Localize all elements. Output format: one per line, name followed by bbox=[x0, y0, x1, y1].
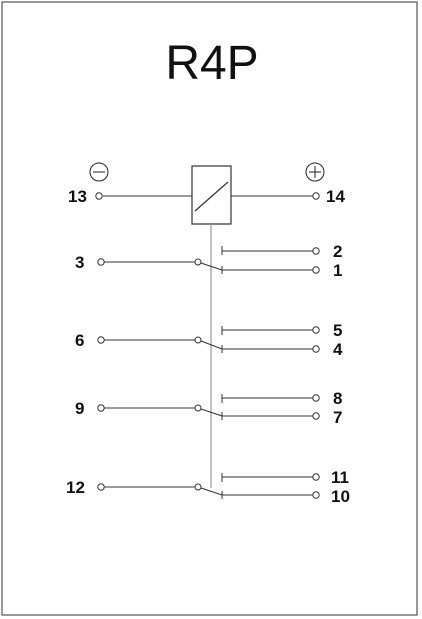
switch-blade bbox=[200, 408, 223, 417]
plus-polarity-icon bbox=[305, 162, 325, 182]
pivot-terminal bbox=[194, 483, 202, 491]
no-terminal bbox=[312, 345, 320, 353]
contact-group-4 bbox=[97, 473, 320, 499]
contact-2-no-label: 4 bbox=[333, 340, 343, 359]
common-terminal bbox=[97, 483, 105, 491]
nc-terminal bbox=[312, 473, 320, 481]
contact-4-no-label: 10 bbox=[331, 487, 350, 506]
coil-terminal-left bbox=[95, 192, 103, 200]
common-terminal bbox=[97, 336, 105, 344]
contact-4-nc-label: 11 bbox=[331, 468, 349, 487]
contact-4-common-label: 12 bbox=[66, 478, 85, 497]
contact-group-2 bbox=[97, 326, 320, 353]
contact-3-common-label: 9 bbox=[75, 399, 84, 418]
pivot-terminal bbox=[194, 404, 202, 412]
no-terminal bbox=[312, 266, 320, 274]
contact-1-common-label: 3 bbox=[75, 253, 84, 272]
common-terminal bbox=[97, 258, 105, 266]
coil-diagonal bbox=[194, 181, 229, 212]
relay-title: R4P bbox=[165, 37, 258, 90]
switch-blade bbox=[200, 262, 223, 271]
minus-polarity-icon bbox=[89, 162, 109, 182]
contact-3-nc-label: 8 bbox=[333, 389, 342, 408]
coil-terminal-right bbox=[312, 192, 320, 200]
common-terminal bbox=[97, 404, 105, 412]
no-terminal bbox=[312, 412, 320, 420]
contact-3-no-label: 7 bbox=[333, 408, 342, 427]
no-terminal bbox=[312, 491, 320, 499]
nc-terminal bbox=[312, 326, 320, 334]
nc-terminal bbox=[312, 247, 320, 255]
pivot-terminal bbox=[194, 258, 202, 266]
contact-group-3 bbox=[97, 394, 320, 420]
contact-1-nc-label: 2 bbox=[333, 242, 342, 261]
coil-pin-right-label: 14 bbox=[326, 187, 345, 206]
contact-1-no-label: 1 bbox=[333, 261, 342, 280]
contact-group-1 bbox=[97, 246, 320, 274]
nc-terminal bbox=[312, 394, 320, 402]
switch-blade bbox=[200, 340, 223, 350]
contact-2-common-label: 6 bbox=[75, 331, 84, 350]
coil-box bbox=[191, 165, 232, 225]
switch-blade bbox=[200, 487, 223, 496]
coil-pin-left-label: 13 bbox=[68, 187, 87, 206]
pivot-terminal bbox=[194, 336, 202, 344]
coil bbox=[95, 165, 320, 225]
contact-2-nc-label: 5 bbox=[333, 321, 342, 340]
